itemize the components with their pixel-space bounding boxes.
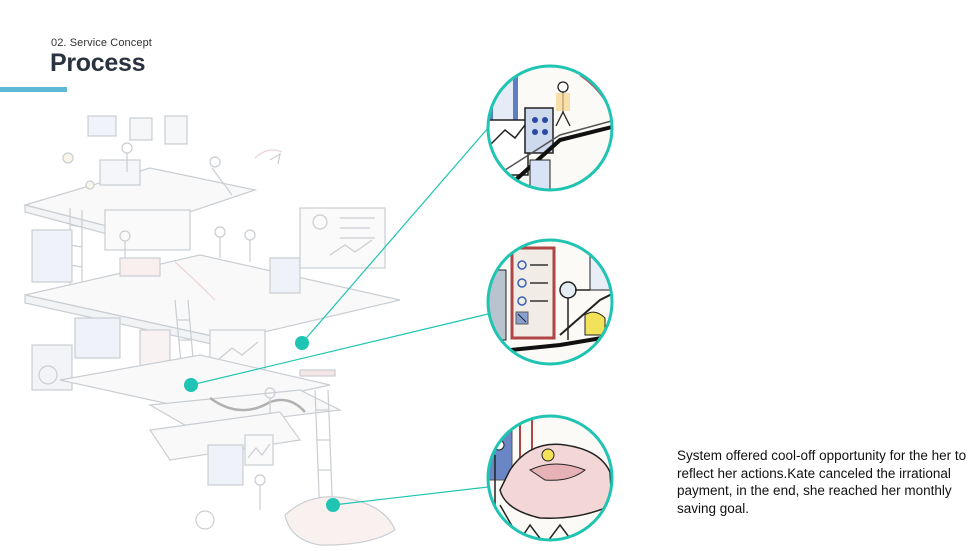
callout-dot-1 (295, 336, 309, 350)
step-caption: System offered cool-off opportunity for … (677, 448, 967, 516)
zoom-circle-3 (486, 414, 614, 542)
section-eyebrow: 02. Service Concept (51, 37, 152, 49)
title-accent-bar (0, 87, 67, 92)
callout-dot-3 (326, 498, 340, 512)
faded-isometric-sketch (22, 115, 401, 546)
callout-dots (184, 336, 340, 512)
callout-dot-2 (184, 378, 198, 392)
zoom-circle-2 (486, 238, 614, 366)
zoom-circle-1 (486, 64, 614, 192)
page-title: Process (50, 49, 146, 77)
callout-lines (190, 127, 489, 506)
